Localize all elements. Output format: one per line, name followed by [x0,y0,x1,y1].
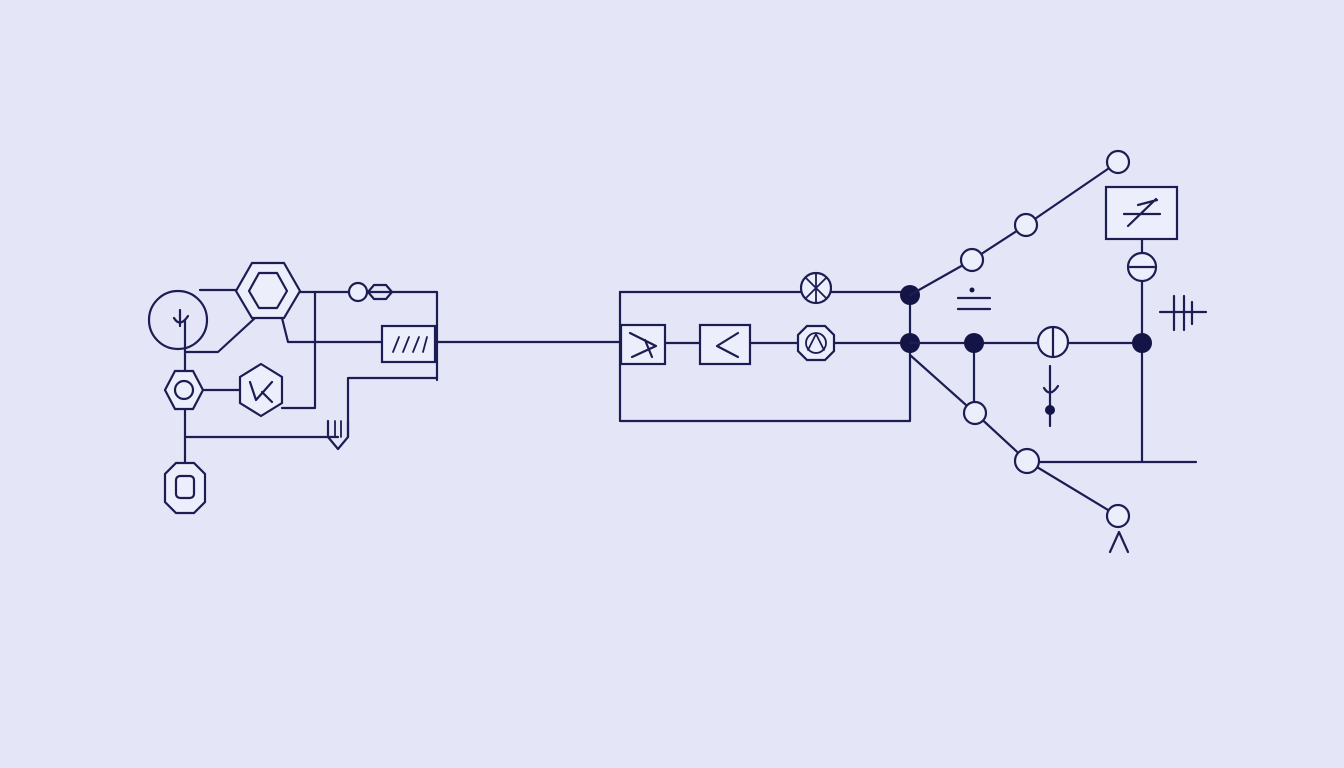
hexagon-x-block [238,362,284,418]
open-node [1013,212,1039,238]
source-symbol [147,289,209,351]
octagon-terminal [163,461,207,515]
arrow-glyph [1108,530,1130,554]
left-subsystem [147,261,439,515]
wire [183,316,257,354]
hexagon-block [234,261,302,320]
wire [908,353,1120,518]
open-node [1105,503,1131,529]
x-circle [799,271,833,305]
minus-circle [1126,251,1158,283]
open-box [1104,185,1179,241]
equals-symbol [956,287,992,311]
middle-subsystem [618,271,920,423]
x-box [619,323,667,366]
junction-node [964,333,984,353]
octagon-circle [796,324,836,362]
fuse-block [380,324,437,364]
small-hexagon-block [163,369,205,411]
capacitor-symbol [1158,294,1208,332]
ground-symbol [326,419,350,451]
open-node [962,400,988,426]
cross-circle [1036,325,1070,359]
right-subsystem [908,149,1208,554]
wire [280,290,317,410]
wire [908,160,1120,297]
chevron-box [698,323,752,366]
probe-symbol [1042,364,1060,428]
pill-connector [347,281,394,303]
open-node [1105,149,1131,175]
junction-node [1132,333,1152,353]
wire [298,290,439,382]
open-node [1013,447,1041,475]
wire [346,376,439,439]
open-node [959,247,985,273]
